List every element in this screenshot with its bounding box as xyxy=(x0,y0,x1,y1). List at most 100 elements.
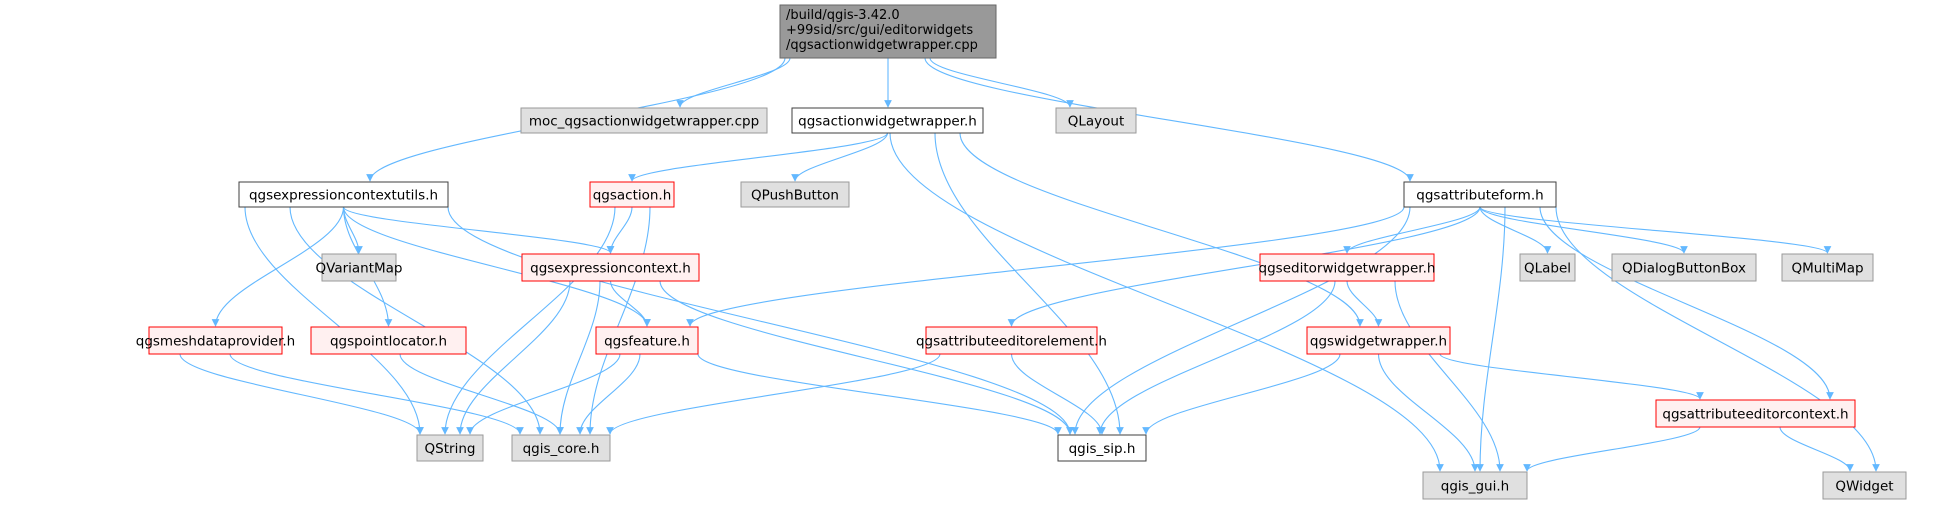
node-box xyxy=(1055,107,1137,134)
node-label: qgsexpressioncontextutils.h xyxy=(249,188,438,204)
node-label: QMultiMap xyxy=(1791,261,1863,277)
node-label: QDialogButtonBox xyxy=(1622,261,1746,277)
node-qwidget[interactable]: QWidget xyxy=(1822,471,1907,500)
node-box xyxy=(511,434,611,462)
node-ecu[interactable]: qgsexpressioncontextutils.h xyxy=(238,181,449,208)
node-attreditel[interactable]: qgsattributeeditorelement.h xyxy=(916,326,1107,355)
edge-action-to-qstring xyxy=(441,206,616,435)
edge-awwh-to-qgisgui xyxy=(889,132,1444,472)
edge-action-to-qgiscore xyxy=(586,206,651,435)
edge-widgetwrap-to-attreditctx xyxy=(1439,353,1704,400)
edge-attrform-to-qwidget xyxy=(1555,206,1880,472)
edge-attrform-to-qgissip xyxy=(1071,206,1411,435)
node-qlayout[interactable]: QLayout xyxy=(1055,107,1137,134)
edge-exprctx-to-qgiscore xyxy=(556,280,601,435)
node-attreditctx[interactable]: qgsattributeeditorcontext.h xyxy=(1655,399,1856,428)
edge-action-to-exprctx xyxy=(606,206,633,254)
node-box xyxy=(520,107,768,134)
edge-awwh-to-action xyxy=(628,132,889,182)
edge-ecu-to-feature xyxy=(342,206,651,327)
node-qgiscore[interactable]: qgis_core.h xyxy=(511,434,611,462)
edge-awwh-to-qgissip xyxy=(934,132,1124,435)
node-label: QLabel xyxy=(1524,261,1571,277)
node-qgissip[interactable]: qgis_sip.h xyxy=(1057,434,1147,462)
node-box xyxy=(416,434,484,462)
edge-editww-to-qgisgui xyxy=(1394,280,1504,472)
node-feature[interactable]: qgsfeature.h xyxy=(595,326,699,355)
node-qlabel[interactable]: QLabel xyxy=(1519,253,1576,282)
edge-attrform-to-attreditctx xyxy=(1539,206,1834,400)
node-moc[interactable]: moc_qgsactionwidgetwrapper.cpp xyxy=(520,107,768,134)
node-box xyxy=(595,326,699,355)
node-label: +99sid/src/gui/editorwidgets xyxy=(786,23,973,38)
node-pointloc[interactable]: qgspointlocator.h xyxy=(310,326,467,355)
node-box xyxy=(1822,471,1907,500)
edge-ecu-to-exprctx xyxy=(342,206,615,254)
node-qgisgui[interactable]: qgis_gui.h xyxy=(1422,471,1528,500)
node-label: qgsattributeform.h xyxy=(1416,188,1543,204)
node-box xyxy=(310,326,467,355)
node-label: QWidget xyxy=(1835,479,1893,495)
node-qvariantmap[interactable]: QVariantMap xyxy=(316,253,403,282)
node-box xyxy=(740,181,850,208)
node-label: qgswidgetwrapper.h xyxy=(1310,334,1447,350)
node-qmultimap[interactable]: QMultiMap xyxy=(1781,253,1874,282)
edge-attrform-to-editww xyxy=(1343,206,1481,254)
node-qpush[interactable]: QPushButton xyxy=(740,181,850,208)
edge-ecu-to-qgiscore xyxy=(289,206,544,435)
edge-root-to-moc xyxy=(676,57,791,108)
node-box xyxy=(521,253,700,282)
node-label: QLayout xyxy=(1068,114,1125,130)
node-label: qgis_sip.h xyxy=(1069,441,1136,457)
node-label: qgseditorwidgetwrapper.h xyxy=(1259,261,1436,277)
edge-awwh-to-widgetwrap xyxy=(959,132,1364,327)
node-root[interactable]: /build/qgis-3.42.0+99sid/src/gui/editorw… xyxy=(779,4,997,59)
edge-exprctx-to-feature xyxy=(609,280,651,327)
node-widgetwrap[interactable]: qgswidgetwrapper.h xyxy=(1306,326,1451,355)
nodes-layer: /build/qgis-3.42.0+99sid/src/gui/editorw… xyxy=(136,4,1907,500)
node-exprctx[interactable]: qgsexpressioncontext.h xyxy=(521,253,700,282)
edge-exprctx-to-qgissip xyxy=(659,280,1074,435)
node-box xyxy=(1057,434,1147,462)
node-box xyxy=(238,181,449,208)
node-label: qgsactionwidgetwrapper.h xyxy=(798,114,977,130)
node-attrform[interactable]: qgsattributeform.h xyxy=(1403,181,1557,208)
node-label: qgsmeshdataprovider.h xyxy=(136,334,295,350)
node-qstring[interactable]: QString xyxy=(416,434,484,462)
edge-editww-to-widgetwrap xyxy=(1346,280,1383,327)
node-label: qgspointlocator.h xyxy=(330,334,447,350)
edge-pointloc-to-qgiscore xyxy=(399,353,564,435)
node-qdbb[interactable]: QDialogButtonBox xyxy=(1611,253,1757,282)
node-editww[interactable]: qgseditorwidgetwrapper.h xyxy=(1259,253,1436,282)
edge-feature-to-qstring xyxy=(466,353,621,435)
node-box xyxy=(779,4,997,59)
edge-root-to-attrform xyxy=(924,57,1414,182)
node-label: QString xyxy=(425,441,476,457)
edge-editww-to-qgissip xyxy=(1096,280,1336,435)
node-label: /qgsactionwidgetwrapper.cpp xyxy=(786,38,978,53)
node-label: moc_qgsactionwidgetwrapper.cpp xyxy=(529,114,759,130)
edge-attrform-to-qmultimap xyxy=(1479,206,1832,254)
edge-mesh-to-qgiscore xyxy=(229,353,524,435)
edge-attrform-to-attreditel xyxy=(1007,206,1481,327)
node-label: QVariantMap xyxy=(316,261,403,277)
node-box xyxy=(925,326,1098,355)
node-box xyxy=(589,181,675,208)
node-label: QPushButton xyxy=(751,188,839,204)
edge-awwh-to-qpush xyxy=(791,132,889,182)
edge-attrform-to-qlabel xyxy=(1479,206,1552,254)
edge-feature-to-qgiscore xyxy=(576,353,641,435)
node-label: /build/qgis-3.42.0 xyxy=(786,8,900,23)
node-box xyxy=(321,253,397,282)
edge-root-to-qlayout xyxy=(929,57,1074,108)
node-box xyxy=(148,326,283,355)
edge-attreditel-to-qgiscore xyxy=(606,353,941,435)
edge-ecu-to-mesh xyxy=(211,206,345,327)
node-awwh[interactable]: qgsactionwidgetwrapper.h xyxy=(791,107,984,134)
node-label: qgis_gui.h xyxy=(1441,479,1509,495)
node-action[interactable]: qgsaction.h xyxy=(589,181,675,208)
edge-widgetwrap-to-qgisgui xyxy=(1377,353,1479,472)
node-box xyxy=(1306,326,1451,355)
node-mesh[interactable]: qgsmeshdataprovider.h xyxy=(136,326,295,355)
